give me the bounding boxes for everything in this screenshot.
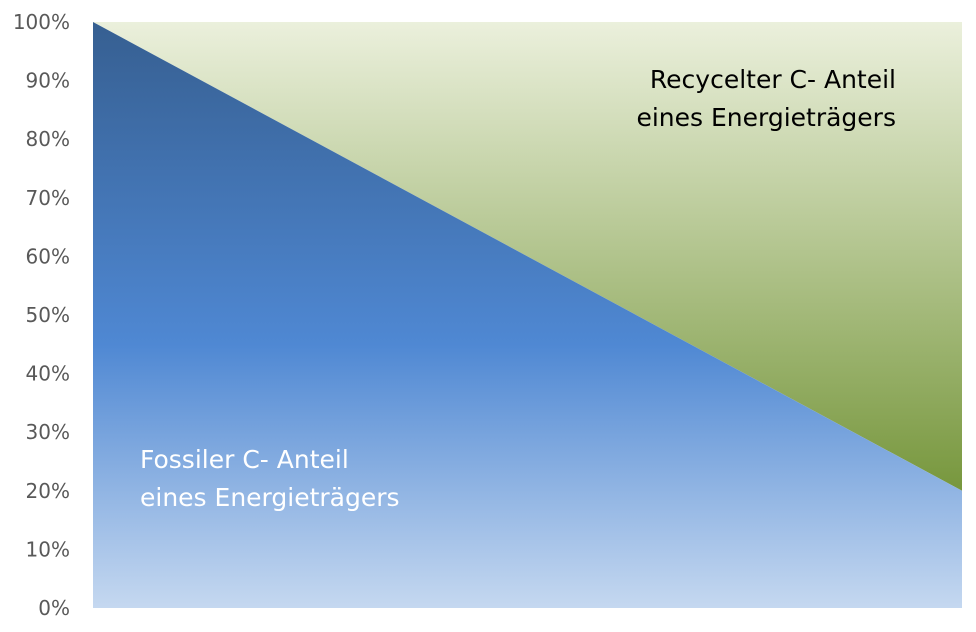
y-tick-label: 50% bbox=[26, 303, 70, 327]
y-tick-label: 60% bbox=[26, 244, 70, 268]
y-tick-label: 80% bbox=[26, 127, 70, 151]
label-line: Fossiler C- Anteil bbox=[140, 445, 349, 474]
area-fossil-share bbox=[93, 22, 962, 608]
y-tick-label: 10% bbox=[26, 537, 70, 561]
label-recycled-share: Recycelter C- Anteil eines Energieträgers bbox=[636, 65, 896, 132]
label-line: eines Energieträgers bbox=[140, 483, 400, 512]
label-line: eines Energieträgers bbox=[636, 103, 896, 132]
y-tick-label: 90% bbox=[26, 69, 70, 93]
y-tick-label: 20% bbox=[26, 479, 70, 503]
label-line: Recycelter C- Anteil bbox=[650, 65, 896, 94]
y-tick-label: 0% bbox=[38, 596, 70, 620]
y-tick-label: 40% bbox=[26, 362, 70, 386]
y-tick-label: 70% bbox=[26, 186, 70, 210]
label-fossil-share: Fossiler C- Anteil eines Energieträgers bbox=[140, 445, 400, 512]
y-tick-label: 100% bbox=[13, 10, 70, 34]
y-tick-label: 30% bbox=[26, 420, 70, 444]
